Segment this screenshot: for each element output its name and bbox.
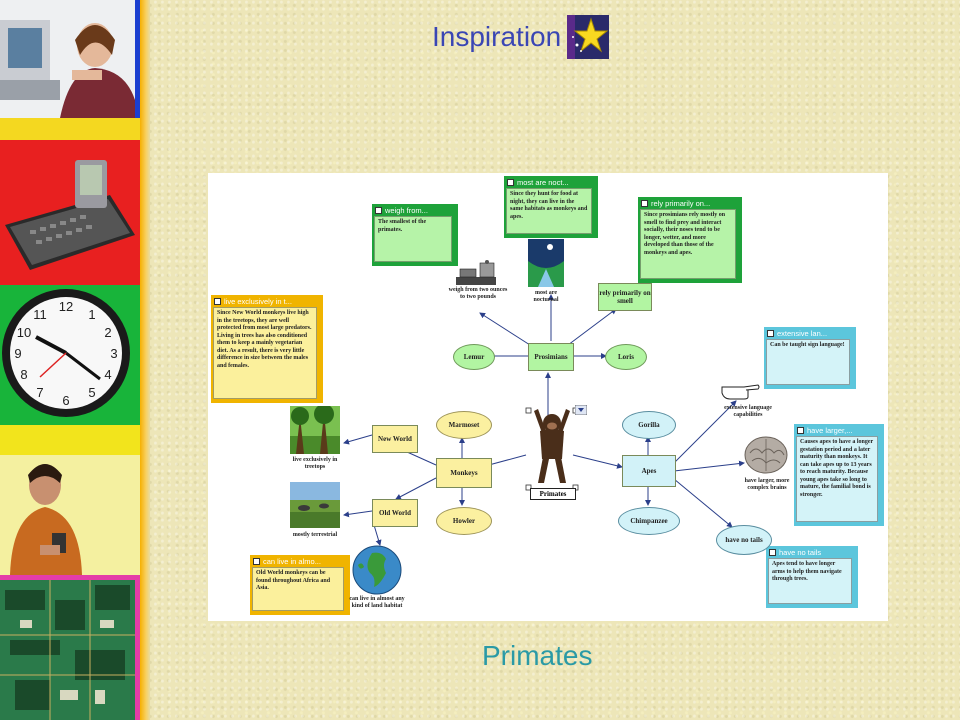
svg-text:2: 2 [104,325,111,340]
svg-text:1: 1 [88,307,95,322]
note-nocturnal[interactable]: most are noct... Since they hunt for foo… [504,176,598,238]
note-title: rely primarily on... [651,198,711,208]
note-icon [507,178,514,186]
note-tails[interactable]: have no tails Apes tend to have longer a… [766,546,858,608]
band-yellow-2 [0,425,140,455]
strip-edge [140,0,150,720]
note-icon [797,426,804,434]
caption-terrestrial: mostly terrestrial [292,532,338,538]
dropdown-arrow-icon[interactable] [575,405,587,415]
svg-text:11: 11 [33,307,47,322]
note-title: have larger,... [807,425,853,435]
night-moon-icon [528,239,564,287]
svg-text:12: 12 [59,299,73,314]
node-loris[interactable]: Loris [605,344,647,370]
svg-text:3: 3 [110,346,117,361]
globe-icon [352,545,402,595]
note-body: Old World monkeys can be found throughou… [252,567,344,611]
note-icon [214,297,221,305]
caption-brains: have larger, more complex brains [744,478,790,491]
note-title: most are noct... [517,177,569,187]
note-title: have no tails [779,547,822,557]
caption-language: extensive language capabilities [724,405,772,418]
note-treetops[interactable]: live exclusively in t... Since New World… [211,295,323,403]
node-monkeys[interactable]: Monkeys [436,458,492,488]
caption-treetops: live exclusively in treetops [292,457,338,470]
caption-habitat: can live in almost any kind of land habi… [349,596,405,609]
node-howler[interactable]: Howler [436,507,492,535]
node-rely-smell[interactable]: rely primarily on smell [598,283,652,311]
note-icon [253,557,260,565]
svg-text:9: 9 [14,346,21,361]
note-icon [769,548,776,556]
note-body: Since they hunt for food at night, they … [506,188,592,234]
grassland-image-icon [290,482,340,528]
svg-text:8: 8 [20,367,27,382]
slide-subtitle: Primates [482,640,593,671]
note-icon [767,329,774,337]
svg-text:7: 7 [36,385,43,400]
svg-text:4: 4 [104,367,111,382]
brain-image-icon [744,436,788,474]
note-language[interactable]: extensive lan... Can be taught sign lang… [764,327,856,389]
node-chimpanzee[interactable]: Chimpanzee [618,507,680,535]
page-title: Inspiration [432,21,562,52]
node-have-no-tails[interactable]: have no tails [716,525,772,555]
scale-weight-icon [456,260,496,285]
node-lemur[interactable]: Lemur [453,344,495,370]
woman-computer-photo [0,0,135,118]
svg-text:10: 10 [17,325,31,340]
svg-text:6: 6 [62,393,69,408]
note-title: weigh from... [385,205,428,215]
pointing-hand-icon [721,384,760,400]
chimpanzee-image-icon [534,409,570,483]
note-habitat[interactable]: can live in almo... Old World monkeys ca… [250,555,350,615]
inspiration-star-logo-icon [567,15,610,59]
note-body: Can be taught sign language! [766,339,850,385]
concept-map: weigh from... The smallest of the primat… [208,173,888,621]
note-title: live exclusively in t... [224,296,292,306]
note-brains[interactable]: have larger,... Causes apes to have a lo… [794,424,884,526]
node-new-world[interactable]: New World [372,425,418,453]
node-old-world[interactable]: Old World [372,499,418,527]
note-body: The smallest of the primates. [374,216,452,262]
keyboard-pda-photo [0,145,135,275]
note-body: Apes tend to have longer arms to help th… [768,558,852,604]
note-body: Since New World monkeys live high in the… [213,307,317,399]
circuit-board-photo [0,580,135,720]
note-weigh[interactable]: weigh from... The smallest of the primat… [372,204,458,266]
svg-text:5: 5 [88,385,95,400]
note-title: can live in almo... [263,556,321,566]
node-gorilla[interactable]: Gorilla [622,411,676,439]
treetops-image-icon [290,406,340,454]
man-phone-photo [0,455,135,575]
caption-weigh: weigh from two ounces to two pounds [448,287,508,300]
note-body: Causes apes to have a longer gestation p… [796,436,878,522]
note-body: Since prosimians rely mostly on smell to… [640,209,736,279]
node-marmoset[interactable]: Marmoset [436,411,492,439]
title-area: Inspiration [432,14,610,60]
note-title: extensive lan... [777,328,828,338]
note-smell[interactable]: rely primarily on... Since prosimians re… [638,197,742,283]
node-prosimians[interactable]: Prosimians [528,343,574,371]
node-apes[interactable]: Apes [622,455,676,487]
band-yellow [0,118,140,140]
connector-lines [343,294,745,546]
node-primates[interactable]: Primates [530,488,576,500]
caption-nocturnal: most are nocturnal [533,290,559,303]
note-icon [375,206,382,214]
note-icon [641,199,648,207]
